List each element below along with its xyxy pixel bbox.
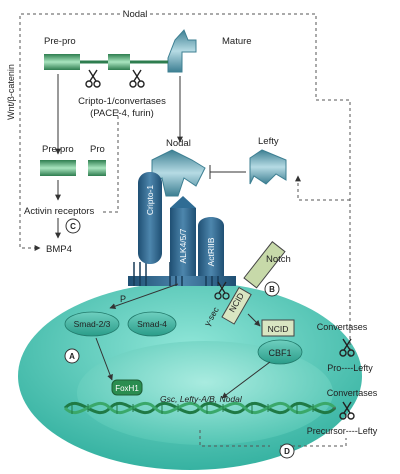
scissors-icon-1 — [85, 69, 101, 88]
label-actriib: ActRIIB — [206, 237, 216, 266]
cripto1-receptor — [138, 172, 162, 264]
marker-c: C — [70, 222, 76, 231]
label-phospho: P — [120, 294, 126, 304]
label-pro: Pro — [90, 144, 105, 155]
label-bmp4: BMP4 — [46, 244, 72, 255]
marker-b: B — [269, 285, 275, 294]
label-wnt-catenin: Wnt/β-catenin — [6, 64, 16, 120]
label-smad23: Smad-2/3 — [74, 319, 111, 329]
alk-receptor — [170, 208, 196, 276]
prepro-box-2 — [108, 54, 130, 70]
label-prepro-mid: Pre-pro — [42, 144, 74, 155]
prepro-mid-box — [40, 160, 76, 176]
mature-nodal — [167, 29, 197, 73]
lefty-ligand — [249, 149, 287, 185]
dashed-loops — [19, 13, 351, 447]
label-alk: ALK4/5/7 — [178, 228, 188, 263]
label-cripto-convertases: Cripto-1/convertases — [78, 96, 166, 107]
label-pro-lefty: Pro----Lefty — [327, 363, 373, 373]
smad4-blob — [127, 311, 177, 337]
label-prepro-top: Pre-pro — [44, 36, 76, 47]
pro-mid-box — [88, 160, 106, 176]
label-genes: Gsc, Lefty-A/B, Nodal — [160, 394, 243, 404]
label-cripto1-receptor: Cripto-1 — [145, 185, 155, 216]
label-nodal-top: Nodal — [123, 9, 148, 20]
scissors-icon-5 — [214, 281, 230, 300]
prepro-box-1 — [44, 54, 80, 70]
label-precursor-lefty: Precursor----Lefty — [307, 426, 378, 436]
marker-d: D — [284, 447, 290, 456]
label-smad4: Smad-4 — [137, 319, 167, 329]
foxh1-box — [111, 379, 143, 396]
actriib-receptor — [198, 217, 224, 276]
marker-d-circle — [279, 443, 295, 459]
label-notch: Notch — [266, 254, 291, 265]
label-ncid-nucleus: NCID — [268, 324, 289, 334]
ncid-nucleus-box — [261, 319, 295, 337]
marker-a: A — [69, 352, 75, 361]
cbf1-blob — [257, 339, 303, 365]
marker-c-circle — [65, 218, 81, 234]
label-mature: Mature — [222, 36, 252, 47]
label-foxh1: FoxH1 — [115, 384, 139, 393]
label-activin-receptors: Activin receptors — [24, 206, 94, 217]
marker-a-circle — [64, 348, 80, 364]
scissors-icon-3 — [339, 338, 355, 357]
notch-receptor — [243, 241, 286, 289]
label-pace-furin: (PACE-4, furin) — [90, 108, 154, 119]
label-nodal-mid: Nodal — [166, 138, 191, 149]
scissors-icon-4 — [339, 401, 355, 420]
arrows — [55, 74, 271, 399]
smad23-blob — [64, 311, 120, 337]
dna-helix — [63, 401, 337, 415]
label-lefty-top: Lefty — [258, 136, 279, 147]
label-convertases-2: Convertases — [327, 388, 378, 398]
nucleus — [77, 341, 333, 445]
label-convertases-1: Convertases — [317, 322, 368, 332]
scissors-icon-2 — [129, 69, 145, 88]
marker-b-circle — [264, 281, 280, 297]
label-cbf1: CBF1 — [268, 348, 291, 358]
ncid-membrane-box — [221, 286, 252, 325]
